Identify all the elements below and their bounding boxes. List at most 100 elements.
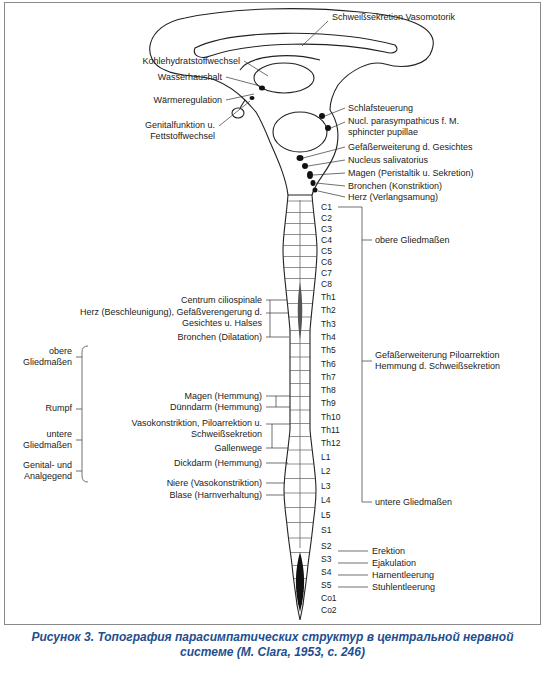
leader-line — [313, 173, 345, 175]
function-label: Erektion — [372, 546, 405, 557]
function-label: Kohlehydratstoffwechsel — [143, 56, 240, 67]
segment-label: Th8 — [321, 385, 336, 396]
function-label: Herz (Beschleunigung), Gefäßverengerung … — [52, 307, 262, 329]
leader-line — [266, 337, 289, 338]
leader-line — [266, 448, 289, 449]
function-label: Nucleus salivatorius — [348, 155, 428, 166]
segment-label: Th5 — [321, 345, 336, 356]
segment-label: L5 — [321, 510, 330, 521]
leader-line — [266, 495, 284, 496]
function-label: Magen (Hemmung) — [184, 391, 262, 402]
segment-label: Co1 — [321, 593, 337, 604]
region-label: obere Gliedmaßen — [12, 346, 72, 368]
leader-line — [226, 77, 260, 86]
leader-line — [76, 471, 82, 472]
leader-line — [338, 207, 362, 502]
segment-label: C6 — [321, 257, 332, 268]
leader-line — [266, 407, 290, 408]
spinal-cord — [283, 195, 317, 620]
function-label: Bronchen (Konstriktion) — [348, 181, 442, 192]
nucleus-dot — [307, 171, 313, 179]
function-label: Niere (Vasokonstriktion) — [167, 478, 262, 489]
nucleus-dot — [250, 86, 332, 193]
nucleus-dot — [250, 96, 255, 100]
brain-outline — [232, 108, 244, 118]
segment-label: S3 — [321, 554, 331, 565]
function-label: Gallenwege — [214, 443, 262, 454]
segment-label: S4 — [321, 567, 331, 578]
segment-label: Th4 — [321, 332, 336, 343]
segment-label: C5 — [321, 246, 332, 257]
function-label: Gefäßerweiterung Piloarrektion Hemmung d… — [375, 350, 527, 372]
leader-line — [272, 424, 273, 448]
spinal-cord — [298, 282, 303, 340]
leader-line — [362, 361, 372, 362]
segment-label: C7 — [321, 268, 332, 279]
segment-label: S5 — [321, 580, 331, 591]
region-label: Genital- und Analgegend — [7, 460, 72, 482]
leader-line — [331, 122, 345, 128]
function-label: Magen (Peristaltik u. Sekretion) — [348, 168, 474, 179]
segment-label: C1 — [321, 202, 332, 213]
leader-line — [362, 240, 372, 241]
segment-label: Th2 — [321, 305, 336, 316]
leader-line — [266, 396, 290, 397]
leader-line — [270, 300, 271, 337]
nucleus-dot — [313, 188, 318, 193]
leader-line — [266, 424, 290, 425]
leader-line — [338, 587, 368, 588]
segment-label: C2 — [321, 213, 332, 224]
leader-line — [325, 108, 345, 116]
leader-line — [276, 396, 277, 407]
segment-label: L1 — [321, 452, 330, 463]
function-label: Blase (Harnverhaltung) — [169, 490, 262, 501]
leader-line — [303, 147, 345, 158]
region-label: untere Gliedmaßen — [375, 497, 452, 508]
segment-label: L3 — [321, 481, 330, 492]
leader-line — [76, 440, 82, 441]
leader-line — [302, 21, 328, 46]
segment-label: S1 — [321, 525, 331, 536]
function-label: Schweißsekretion Vasomotorik — [332, 12, 455, 23]
segment-label: Th9 — [321, 398, 336, 409]
leader-line — [219, 101, 250, 126]
leader-line — [226, 94, 254, 100]
region-label: untere Gliedmaßen — [12, 429, 72, 451]
segment-label: C3 — [321, 224, 332, 235]
leader-line — [338, 563, 368, 564]
segment-label: Th10 — [321, 412, 340, 423]
spinal-cord — [296, 552, 304, 612]
segment-label: S2 — [321, 541, 331, 552]
region-label: Rumpf — [45, 403, 72, 414]
segment-label: Th3 — [321, 319, 336, 330]
leader-line — [338, 551, 368, 552]
leader-line — [266, 300, 287, 301]
segment-label: Th12 — [321, 438, 340, 449]
figure-caption: Рисунок 3. Топография парасимпатических … — [30, 630, 515, 660]
segment-label: C4 — [321, 235, 332, 246]
segment-label: L2 — [321, 466, 330, 477]
leader-line — [76, 357, 82, 358]
leader-line — [266, 483, 285, 484]
spinal-cord — [300, 200, 301, 548]
leader-line — [316, 183, 345, 186]
segment-label: Co2 — [321, 605, 337, 616]
leader-line — [338, 575, 368, 576]
leader-line — [318, 191, 345, 197]
brain-outline — [273, 112, 327, 152]
function-label: Wärmeregulation — [153, 95, 222, 106]
function-label: Ejakulation — [372, 558, 416, 569]
segment-label: L4 — [321, 495, 330, 506]
function-label: Herz (Verlangsamung) — [348, 192, 438, 203]
brain-outline — [254, 63, 314, 93]
figure-frame — [5, 3, 541, 625]
region-label: obere Gliedmaßen — [375, 235, 450, 246]
leader-line — [82, 346, 88, 482]
nucleus-dot — [311, 180, 316, 186]
function-label: Dünndarm (Hemmung) — [170, 402, 262, 413]
leader-line — [76, 21, 372, 587]
brain-outline — [256, 112, 288, 195]
function-label: Dickdarm (Hemmung) — [174, 458, 262, 469]
function-label: Bronchen (Dilatation) — [177, 332, 262, 343]
